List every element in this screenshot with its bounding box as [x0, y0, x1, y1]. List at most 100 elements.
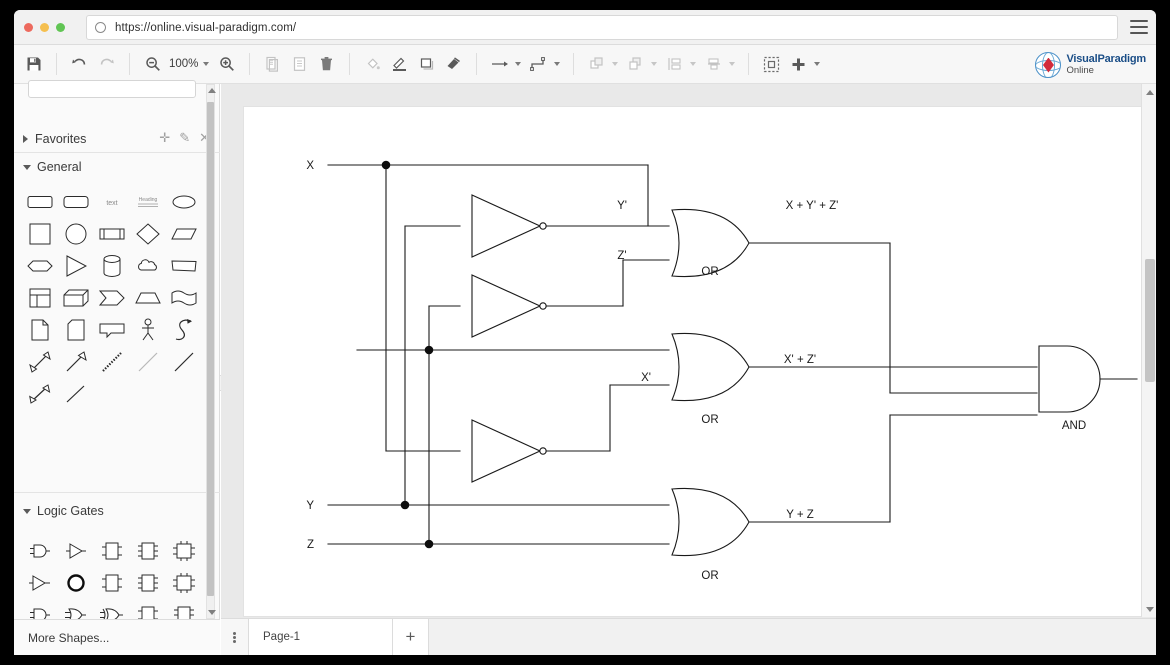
shape-ic-dip-6[interactable]	[132, 535, 164, 567]
shape-square[interactable]	[24, 218, 56, 250]
shape-double-arrow[interactable]	[24, 346, 56, 378]
shape-table[interactable]	[24, 282, 56, 314]
shape-wave[interactable]	[168, 282, 200, 314]
shape-triangle[interactable]	[60, 250, 92, 282]
to-back-caret-icon[interactable]	[651, 62, 658, 66]
zoom-in-button[interactable]	[213, 51, 240, 77]
visual-paradigm-logo[interactable]: VisualParadigm Online	[1035, 52, 1146, 78]
maximize-window-button[interactable]	[56, 23, 65, 32]
shape-parallelogram[interactable]	[168, 218, 200, 250]
shape-buffer-gate[interactable]	[60, 535, 92, 567]
align-button[interactable]	[700, 51, 727, 77]
save-button[interactable]	[20, 51, 47, 77]
shape-ic-dip-6b[interactable]	[132, 567, 164, 599]
shape-ic-dip-4[interactable]	[96, 535, 128, 567]
diagram-canvas-area[interactable]: X Y Z Y' Z' X' X + Y' + Z' X' + Z' Y + Z…	[221, 84, 1156, 655]
zoom-dropdown-caret-icon[interactable]	[203, 62, 210, 66]
shape-ellipse[interactable]	[168, 186, 200, 218]
insert-button[interactable]	[785, 51, 812, 77]
scroll-down-arrow-icon[interactable]	[207, 607, 216, 618]
shape-ic-dip-8[interactable]	[168, 535, 200, 567]
hamburger-icon[interactable]	[1130, 20, 1148, 34]
shape-trapezoid[interactable]	[132, 282, 164, 314]
sidebar-section-logic-gates[interactable]: Logic Gates	[14, 498, 220, 523]
shape-dotted-line[interactable]	[132, 346, 164, 378]
shape-bidirectional-arrow[interactable]	[24, 378, 56, 410]
shape-dashed-line[interactable]	[96, 346, 128, 378]
delete-button[interactable]	[313, 51, 340, 77]
add-page-button[interactable]: +	[393, 619, 429, 655]
to-front-caret-icon[interactable]	[612, 62, 619, 66]
shape-callout[interactable]	[96, 314, 128, 346]
shape-circle-node[interactable]	[60, 567, 92, 599]
shape-cloud[interactable]	[132, 250, 164, 282]
shape-ic-dip-4b[interactable]	[96, 567, 128, 599]
page-menu-button[interactable]	[221, 619, 249, 655]
format-painter-button[interactable]	[440, 51, 467, 77]
fill-color-button[interactable]	[359, 51, 386, 77]
shape-rectangle[interactable]	[60, 186, 92, 218]
shape-arrow-pentagon[interactable]	[96, 282, 128, 314]
insert-caret-icon[interactable]	[814, 62, 821, 66]
sidebar-scrollbar[interactable]	[206, 84, 216, 619]
shape-curve[interactable]	[168, 314, 200, 346]
close-favorites-icon[interactable]: ✕	[199, 130, 210, 145]
waypoints-button[interactable]	[525, 51, 552, 77]
shape-circle[interactable]	[60, 218, 92, 250]
line-color-button[interactable]	[386, 51, 413, 77]
distribute-caret-icon[interactable]	[690, 62, 697, 66]
zoom-out-button[interactable]	[139, 51, 166, 77]
to-front-button[interactable]	[583, 51, 610, 77]
minimize-window-button[interactable]	[40, 23, 49, 32]
shape-document[interactable]	[24, 314, 56, 346]
shape-diamond[interactable]	[132, 218, 164, 250]
more-shapes-button[interactable]: More Shapes...	[14, 619, 220, 655]
shape-cube[interactable]	[60, 282, 92, 314]
window-controls[interactable]	[24, 23, 65, 32]
shape-text[interactable]: text	[96, 186, 128, 218]
close-window-button[interactable]	[24, 23, 33, 32]
canvas-scroll-up-icon[interactable]	[1142, 86, 1156, 98]
canvas-vscroll-thumb[interactable]	[1145, 259, 1155, 382]
paste-button[interactable]	[286, 51, 313, 77]
shape-ic-dip-8b[interactable]	[168, 567, 200, 599]
canvas-vertical-scrollbar[interactable]	[1141, 84, 1156, 617]
waypoints-dropdown-caret-icon[interactable]	[554, 62, 561, 66]
shape-buffer-2[interactable]	[24, 567, 56, 599]
distribute-button[interactable]	[661, 51, 688, 77]
shape-and-gate[interactable]	[24, 535, 56, 567]
address-bar[interactable]: https://online.visual-paradigm.com/	[86, 15, 1118, 40]
shape-card[interactable]	[168, 250, 200, 282]
shape-arrow[interactable]	[60, 346, 92, 378]
sidebar-section-favorites[interactable]: Favorites ✛ ✎ ✕	[14, 126, 220, 151]
shape-note[interactable]	[60, 314, 92, 346]
align-caret-icon[interactable]	[729, 62, 736, 66]
shape-line[interactable]	[168, 346, 200, 378]
page-tab-page-1[interactable]: Page-1	[249, 619, 393, 655]
add-favorite-icon[interactable]: ✛	[159, 130, 171, 145]
shape-actor[interactable]	[132, 314, 164, 346]
shape-process[interactable]	[96, 218, 128, 250]
logo-line1: VisualParadigm	[1066, 53, 1146, 66]
fit-page-button[interactable]	[758, 51, 785, 77]
zoom-level-label[interactable]: 100%	[169, 58, 199, 70]
shape-rounded-rectangle[interactable]	[24, 186, 56, 218]
connection-dropdown-caret-icon[interactable]	[515, 62, 522, 66]
diagram-page[interactable]: X Y Z Y' Z' X' X + Y' + Z' X' + Z' Y + Z…	[243, 106, 1148, 617]
scroll-up-arrow-icon[interactable]	[207, 85, 216, 96]
shape-cylinder[interactable]	[96, 250, 128, 282]
shape-heading[interactable]: Heading	[132, 186, 164, 218]
shape-diagonal-line[interactable]	[60, 378, 92, 410]
shape-hexagon[interactable]	[24, 250, 56, 282]
sidebar-section-general[interactable]: General	[14, 154, 220, 179]
edit-favorite-icon[interactable]: ✎	[179, 130, 191, 145]
redo-button[interactable]	[93, 51, 120, 77]
sidebar-scroll-thumb[interactable]	[207, 102, 214, 596]
to-back-button[interactable]	[622, 51, 649, 77]
shadow-button[interactable]	[413, 51, 440, 77]
undo-button[interactable]	[66, 51, 93, 77]
shape-search-input[interactable]	[28, 80, 196, 98]
copy-button[interactable]	[259, 51, 286, 77]
connection-style-button[interactable]	[486, 51, 513, 77]
canvas-scroll-down-icon[interactable]	[1142, 603, 1156, 615]
